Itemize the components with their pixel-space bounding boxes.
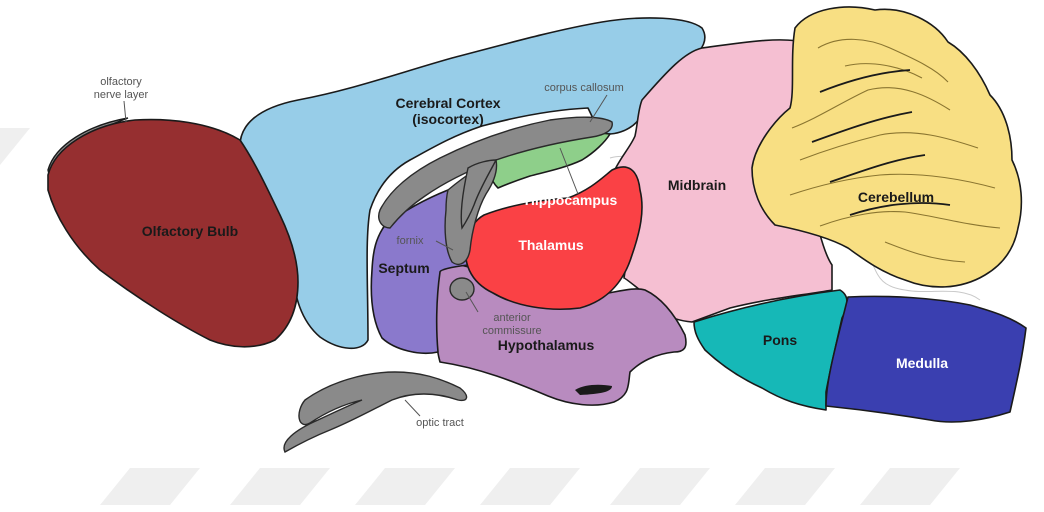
corpus-callosum-annotation: corpus callosum <box>544 82 623 94</box>
watermark-stripe <box>610 468 710 505</box>
hypothalamus-label: Hypothalamus <box>498 337 595 353</box>
septum-label: Septum <box>378 260 429 276</box>
pons-label: Pons <box>763 332 797 348</box>
anterior-commissure <box>450 278 474 300</box>
anterior-commissure-annotation-line2: commissure <box>482 325 541 337</box>
cerebellum-label: Cerebellum <box>858 189 934 205</box>
thalamus-label: Thalamus <box>518 237 584 253</box>
optic-tract-annotation: optic tract <box>416 417 464 429</box>
medulla-label: Medulla <box>896 355 948 371</box>
olfactory-nerve-layer-annotation-line2: nerve layer <box>94 89 149 101</box>
watermark-stripe <box>0 128 30 165</box>
optic-tract-leader <box>405 400 420 416</box>
watermark-stripe <box>860 468 960 505</box>
watermark-stripe <box>230 468 330 505</box>
watermark-stripe <box>735 468 835 505</box>
watermark-stripe <box>480 468 580 505</box>
anterior-commissure-annotation-line1: anterior <box>493 312 531 324</box>
olfactory-bulb-label: Olfactory Bulb <box>142 223 238 239</box>
olfactory-nerve-layer-annotation-line1: olfactory <box>100 76 142 88</box>
cerebral-cortex-label-line2: (isocortex) <box>412 111 484 127</box>
watermark-stripe <box>100 468 200 505</box>
watermark-stripe <box>355 468 455 505</box>
cerebral-cortex-label-line1: Cerebral Cortex <box>395 95 500 111</box>
hippocampus-label: Hippocampus <box>525 192 618 208</box>
optic-tract <box>284 372 467 452</box>
fornix-annotation: fornix <box>397 235 424 247</box>
midbrain-label: Midbrain <box>668 177 726 193</box>
